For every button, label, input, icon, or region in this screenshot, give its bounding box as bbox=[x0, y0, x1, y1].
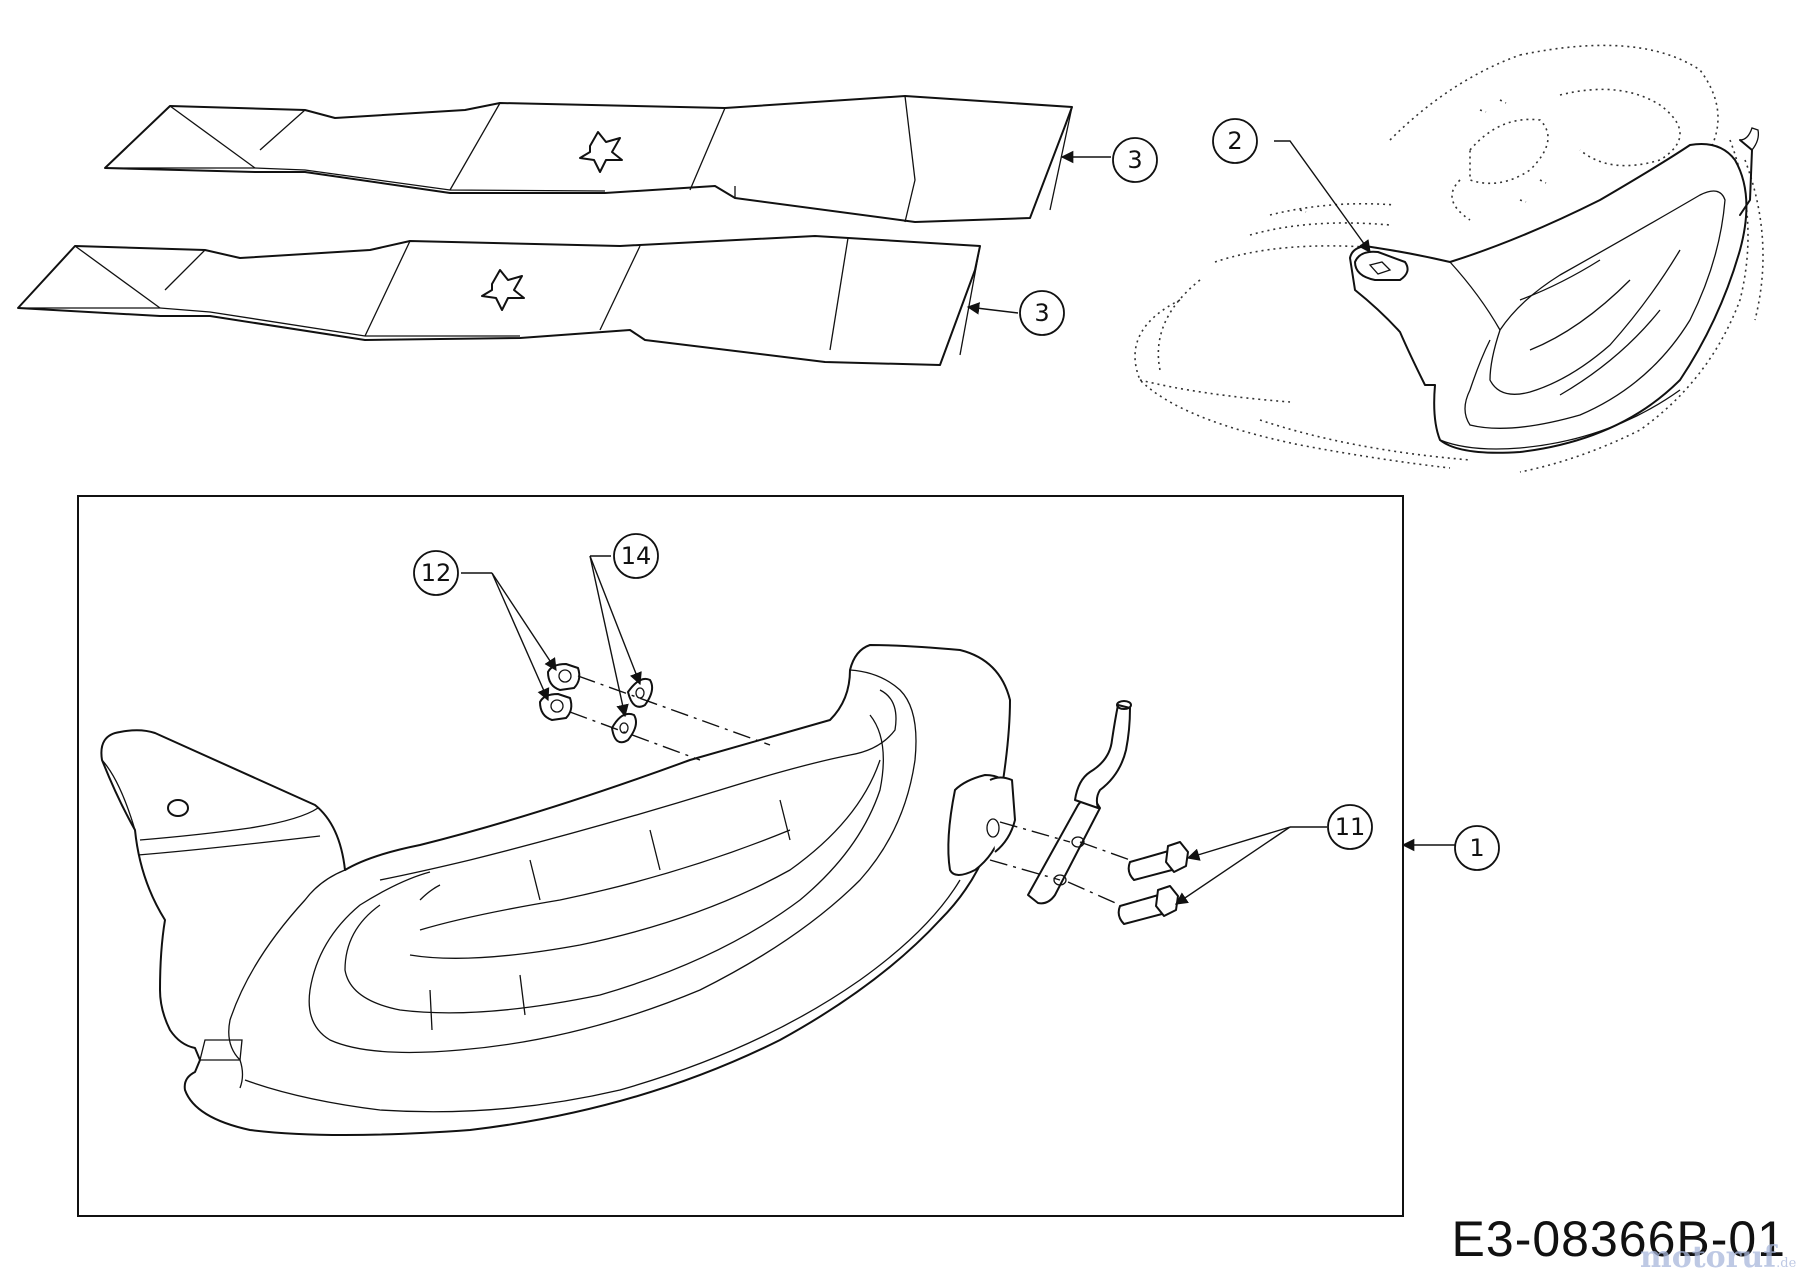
watermark-logo: motoruf.de bbox=[1640, 1240, 1796, 1275]
nut-installed bbox=[1354, 250, 1409, 281]
mulch-plug bbox=[100, 644, 1016, 1136]
callout-12-label: 12 bbox=[421, 559, 452, 587]
callout-12: 12 bbox=[413, 550, 459, 596]
hex-bolts bbox=[1117, 841, 1189, 925]
callout-3b: 3 bbox=[1019, 290, 1065, 336]
star-hole-upper bbox=[579, 131, 623, 173]
callout-2-label: 2 bbox=[1227, 127, 1242, 155]
mulch-kit-installed-view bbox=[1349, 127, 1760, 454]
callout-1-label: 1 bbox=[1469, 834, 1484, 862]
callout-1: 1 bbox=[1454, 825, 1500, 871]
watermark-name: motoruf bbox=[1640, 1240, 1777, 1275]
assembly-centerlines bbox=[569, 675, 1131, 906]
callout-3a: 3 bbox=[1112, 137, 1158, 183]
callout-14: 14 bbox=[613, 533, 659, 579]
plug-hole bbox=[167, 799, 189, 817]
mower-blade-upper bbox=[104, 95, 1073, 223]
leader-lines bbox=[461, 140, 1455, 905]
mower-blade-lower bbox=[17, 235, 981, 366]
callout-3a-label: 3 bbox=[1127, 146, 1142, 174]
callout-11: 11 bbox=[1327, 804, 1373, 850]
watermark-tld: .de bbox=[1776, 1256, 1797, 1271]
flange-nuts bbox=[539, 663, 581, 721]
callout-2: 2 bbox=[1212, 118, 1258, 164]
washers bbox=[611, 677, 654, 744]
detail-frame bbox=[77, 495, 1404, 1217]
star-hole-lower bbox=[481, 269, 525, 311]
callout-14-label: 14 bbox=[621, 542, 652, 570]
callout-11-label: 11 bbox=[1335, 813, 1366, 841]
callout-3b-label: 3 bbox=[1034, 299, 1049, 327]
drawing-code: E3-08366B-01 bbox=[1451, 1211, 1786, 1267]
mounting-bracket bbox=[1027, 700, 1132, 905]
